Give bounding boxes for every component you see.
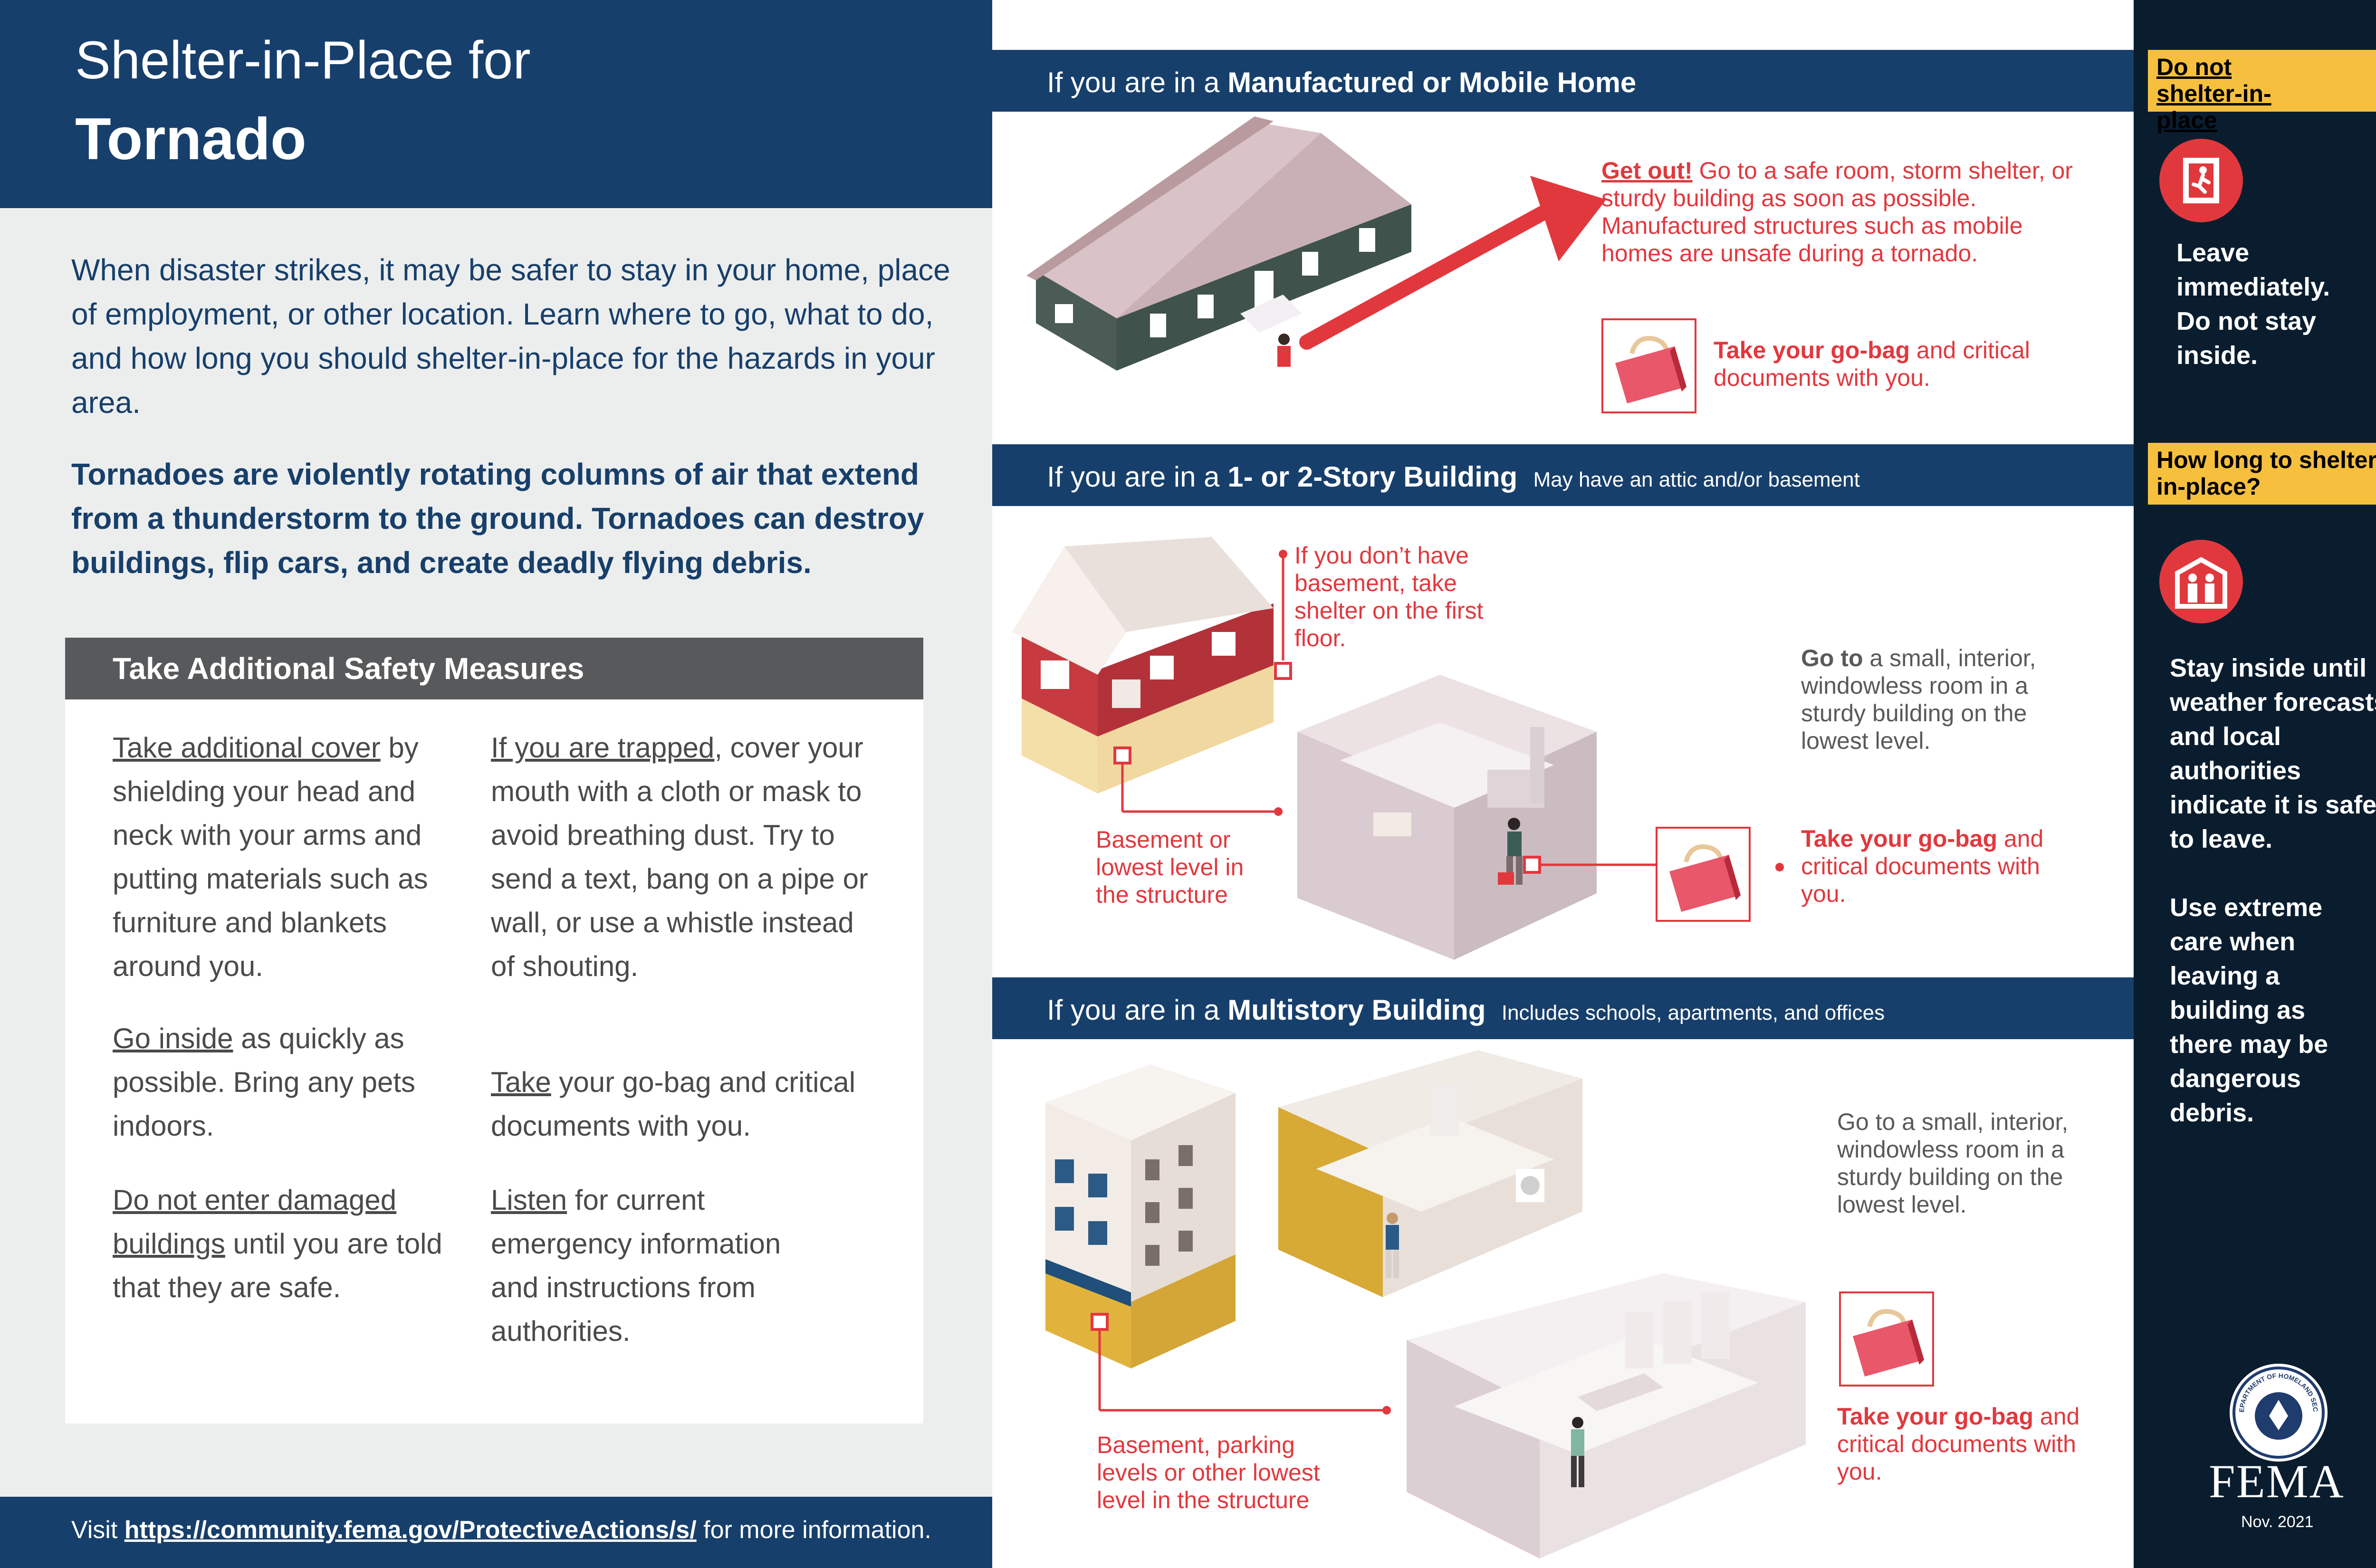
section-two-story-prefix: If you are in a: [1047, 461, 1228, 493]
measure-trapped: If you are trapped, cover your mouth wit…: [491, 726, 871, 988]
section-two-story-type: 1- or 2-Story Building: [1227, 461, 1518, 493]
footer-prefix: Visit: [71, 1516, 125, 1544]
measure-listen: Listen for current emergency information…: [491, 1178, 824, 1353]
section-two-story-title: If you are in a 1- or 2-Story Building M…: [1047, 460, 1860, 493]
two-story-go-bag-label: Take your go-bag: [1801, 825, 1998, 852]
section-mobile-home-prefix: If you are in a: [1047, 67, 1228, 98]
measure-listen-text: for current emergency information and in…: [491, 1184, 781, 1347]
shelter-people-icon: [2159, 540, 2243, 623]
leave-immediately-text: Leave immediately. Do not stay inside.: [2176, 239, 2330, 370]
basement-callout-text: Basement or lowest level in the structur…: [1096, 826, 1244, 908]
first-floor-callout-text: If you don’t have basement, take shelter…: [1294, 542, 1484, 651]
page-title-hazard: Tornado: [75, 106, 307, 172]
measure-damaged-buildings-label: Do not enter damaged buildings: [113, 1184, 397, 1260]
footer-bar: Visit https://community.fema.gov/Protect…: [0, 1497, 992, 1568]
go-bag-icon-mobile: [1601, 318, 1696, 413]
multistory-go-to-text: Go to a small, interior, windowless room…: [1837, 1109, 2069, 1218]
mobile-home-illustration: [1026, 116, 1411, 371]
exit-door-icon: [2159, 139, 2243, 222]
tornado-definition: Tornadoes are violently rotating columns…: [71, 457, 924, 580]
fema-logo-text: FEMA: [2209, 1455, 2345, 1508]
mobile-go-bag-detail: and critical documents with you.: [1714, 337, 2030, 391]
mobile-get-out-text: Get out! Go to a safe room, storm shelte…: [1601, 157, 2091, 267]
multistory-basement-callout-text: Basement, parking levels or other lowest…: [1097, 1432, 1320, 1513]
exit-arrow-icon: [1299, 176, 1606, 350]
section-multistory-prefix: If you are in a: [1047, 994, 1228, 1026]
stay-inside-text: Stay inside until weather forecasts and …: [2170, 654, 2376, 853]
section-multistory-type: Multistory Building: [1227, 994, 1486, 1026]
section-mobile-home-title: If you are in a Manufactured or Mobile H…: [1047, 66, 1636, 99]
measure-go-bag: Take your go-bag and critical documents …: [491, 1061, 871, 1148]
footer-suffix: for more information.: [696, 1516, 931, 1544]
mobile-get-out-detail: Go to a safe room, storm shelter, or stu…: [1601, 157, 2073, 267]
two-story-go-to-text: Go to a small, interior, windowless room…: [1801, 644, 2067, 755]
person-kitchen-icon: [1571, 1417, 1584, 1487]
publish-date: Nov. 2021: [2241, 1513, 2314, 1531]
measure-additional-cover-label: Take additional cover: [113, 732, 381, 764]
callout-dot-two-story: [1775, 863, 1784, 871]
mobile-get-out-label: Get out!: [1601, 157, 1693, 184]
two-story-go-to-label: Go to: [1801, 645, 1863, 671]
callout-line-room: [1523, 856, 1656, 874]
right-sidebar: [2134, 0, 2376, 1568]
section-mobile-home-header: If you are in a Manufactured or Mobile H…: [992, 50, 2134, 112]
measure-additional-cover: Take additional cover by shielding your …: [113, 726, 455, 988]
running-person-icon: [1275, 334, 1292, 393]
multistory-go-bag-label: Take your go-bag: [1837, 1403, 2034, 1430]
do-not-shelter-header: Do not shelter-in-place: [2148, 50, 2376, 134]
multistory-go-bag-detail: and critical documents with you.: [1837, 1403, 2080, 1485]
measure-go-inside-label: Go inside: [113, 1023, 233, 1054]
two-story-go-bag-detail: and critical documents with you.: [1801, 825, 2044, 907]
interior-room-illustration: [1297, 675, 1597, 960]
section-mobile-home-type: Manufactured or Mobile Home: [1227, 67, 1637, 98]
measure-listen-label: Listen: [491, 1184, 567, 1216]
callout-line-basement: [1113, 746, 1283, 816]
page-title-line1: Shelter-in-Place for: [75, 30, 531, 90]
measure-additional-cover-text: by shielding your head and neck with you…: [113, 732, 428, 982]
upper-floor-room-illustration: [1278, 1050, 1582, 1297]
extreme-care-text: Use extreme care when leaving a building…: [2170, 893, 2328, 1127]
two-story-go-to-detail: a small, interior, windowless room in a …: [1801, 645, 2036, 754]
section-two-story-subtitle: May have an attic and/or basement: [1533, 468, 1860, 491]
measure-go-bag-text: your go-bag and critical documents with …: [491, 1066, 856, 1142]
measure-damaged-buildings: Do not enter damaged buildings until you…: [113, 1178, 455, 1310]
fema-protective-actions-link[interactable]: https://community.fema.gov/ProtectiveAct…: [124, 1516, 697, 1544]
callout-line-multistory-basement: [1091, 1313, 1391, 1415]
lower-floor-kitchen-illustration: [1407, 1273, 1806, 1558]
person-with-go-bag-icon: [1498, 818, 1523, 885]
measure-trapped-label: If you are trapped: [491, 732, 715, 764]
two-story-go-bag-text: Take your go-bag and critical documents …: [1801, 825, 2067, 908]
mobile-go-bag-text: Take your go-bag and critical documents …: [1714, 336, 2094, 392]
callout-line-first-floor: [1274, 550, 1292, 680]
measure-damaged-buildings-text: until you are told that they are safe.: [113, 1228, 442, 1303]
title-bar: Shelter-in-Place for Tornado: [0, 0, 992, 208]
safety-measures-title: Take Additional Safety Measures: [113, 651, 584, 686]
do-not-shelter-title: Do not shelter-in-place: [2156, 54, 2271, 134]
safety-measures-header: Take Additional Safety Measures: [65, 638, 923, 699]
measure-go-inside: Go inside as quickly as possible. Bring …: [113, 1017, 455, 1148]
section-two-story-header: If you are in a 1- or 2-Story Building M…: [992, 444, 2134, 506]
section-multistory-header: If you are in a Multistory Building Incl…: [992, 977, 2134, 1039]
person-upper-floor-icon: [1386, 1213, 1399, 1278]
measure-go-bag-label: Take: [491, 1066, 551, 1098]
mobile-go-bag-label: Take your go-bag: [1714, 337, 1910, 363]
two-story-house-illustration: [1012, 537, 1274, 794]
intro-paragraph: When disaster strikes, it may be safer t…: [71, 253, 950, 420]
multistory-go-bag-text: Take your go-bag and critical documents …: [1837, 1403, 2103, 1485]
footer-text: Visit https://community.fema.gov/Protect…: [71, 1516, 931, 1544]
how-long-title: How long to shelter-in-place?: [2156, 447, 2376, 500]
how-long-header: How long to shelter-in-place?: [2148, 443, 2376, 505]
measure-trapped-text: , cover your mouth with a cloth or mask …: [491, 732, 868, 982]
section-multistory-subtitle: Includes schools, apartments, and office…: [1501, 1001, 1885, 1024]
multistory-building-illustration: [1045, 1064, 1236, 1368]
safety-measures-box: [65, 638, 923, 1424]
go-bag-icon-multistory: [1839, 1291, 1934, 1386]
measure-go-inside-text: as quickly as possible. Bring any pets i…: [113, 1023, 416, 1142]
dhs-seal-icon: U.S. DEPARTMENT OF HOMELAND SECURITY: [2227, 1358, 2328, 1462]
section-multistory-title: If you are in a Multistory Building Incl…: [1047, 994, 1885, 1026]
go-bag-icon-two-story: [1656, 827, 1751, 922]
